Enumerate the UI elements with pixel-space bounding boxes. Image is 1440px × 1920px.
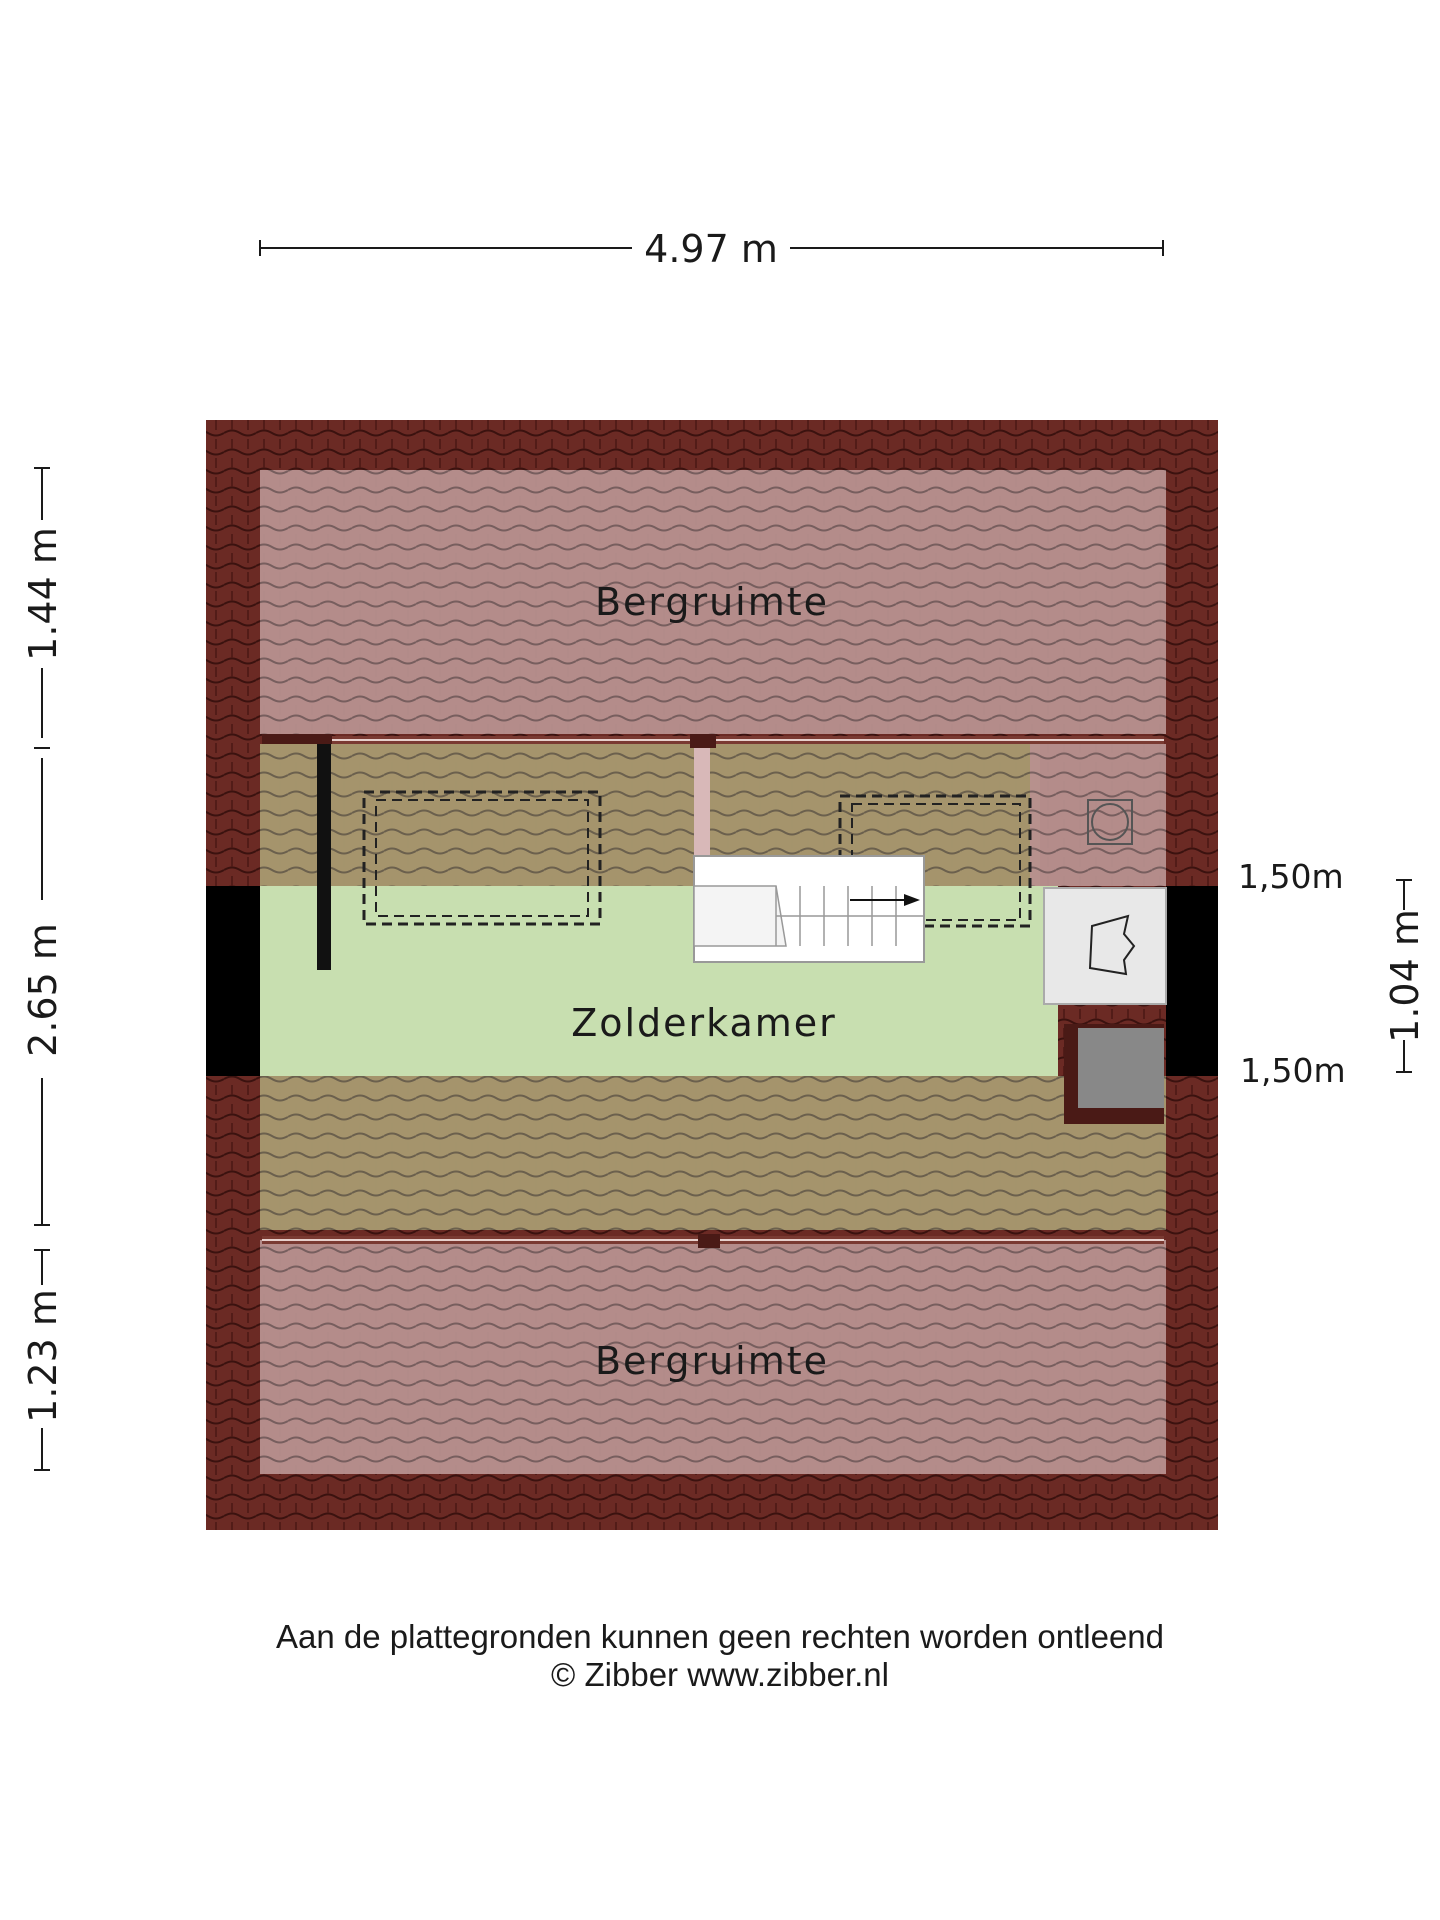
lower-slope-area bbox=[260, 1076, 1166, 1230]
disclaimer-text: Aan de plattegronden kunnen geen rechten… bbox=[275, 1618, 1165, 1655]
dormer-right-inner bbox=[851, 803, 1021, 921]
right-height-label: 1.04 m bbox=[1383, 909, 1427, 1043]
left-dimensions: 1.44 m 2.65 m 1.23 m bbox=[21, 467, 65, 1471]
left-middle-dimension-label: 2.65 m bbox=[21, 923, 65, 1057]
right-dimensions: 1.04 m 1,50m 1,50m bbox=[1238, 857, 1427, 1090]
staircase bbox=[693, 748, 925, 963]
top-width-dimension: 4.97 m bbox=[259, 227, 1164, 271]
copyright-text: © Zibber www.zibber.nl bbox=[551, 1656, 889, 1693]
right-upper-height-label: 1,50m bbox=[1238, 857, 1344, 896]
partition-wall bbox=[317, 744, 331, 970]
top-width-label: 4.97 m bbox=[644, 227, 778, 271]
right-cabinet bbox=[1043, 887, 1167, 1005]
dormer-left-inner bbox=[375, 799, 589, 917]
upper-right-corner-area bbox=[1030, 744, 1166, 886]
lower-knee-wall bbox=[262, 1234, 1164, 1248]
room-label-middle: Zolderkamer bbox=[571, 1001, 837, 1045]
left-bottom-dimension-label: 1.23 m bbox=[21, 1289, 65, 1423]
chimney-symbol bbox=[1087, 799, 1133, 845]
right-wall bbox=[1166, 886, 1218, 1076]
bottom-storage-area bbox=[260, 1240, 1166, 1474]
top-storage-area bbox=[260, 470, 1166, 734]
zolderkamer-floor bbox=[260, 886, 1058, 1076]
left-top-dimension-label: 1.44 m bbox=[21, 527, 65, 661]
right-lower-height-label: 1,50m bbox=[1240, 1051, 1346, 1090]
dormer-left bbox=[362, 790, 602, 926]
right-hatch bbox=[1064, 1024, 1164, 1124]
room-label-bottom: Bergruimte bbox=[595, 1339, 829, 1383]
upper-knee-wall bbox=[262, 734, 1164, 748]
room-label-top: Bergruimte bbox=[595, 580, 829, 624]
left-wall bbox=[206, 886, 260, 1076]
